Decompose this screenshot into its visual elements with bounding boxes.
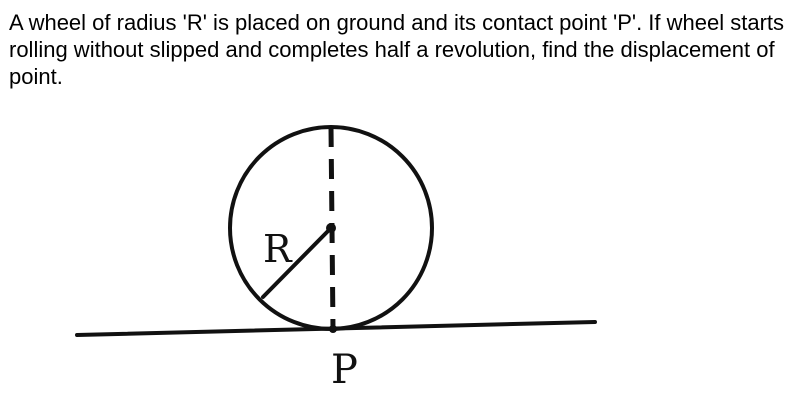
radius-label: R [263,227,293,271]
center-dot [326,223,336,233]
radius-line [261,226,333,299]
contact-point-dot [329,325,337,333]
question-text: A wheel of radius 'R' is placed on groun… [9,10,785,89]
point-label: P [331,347,358,393]
